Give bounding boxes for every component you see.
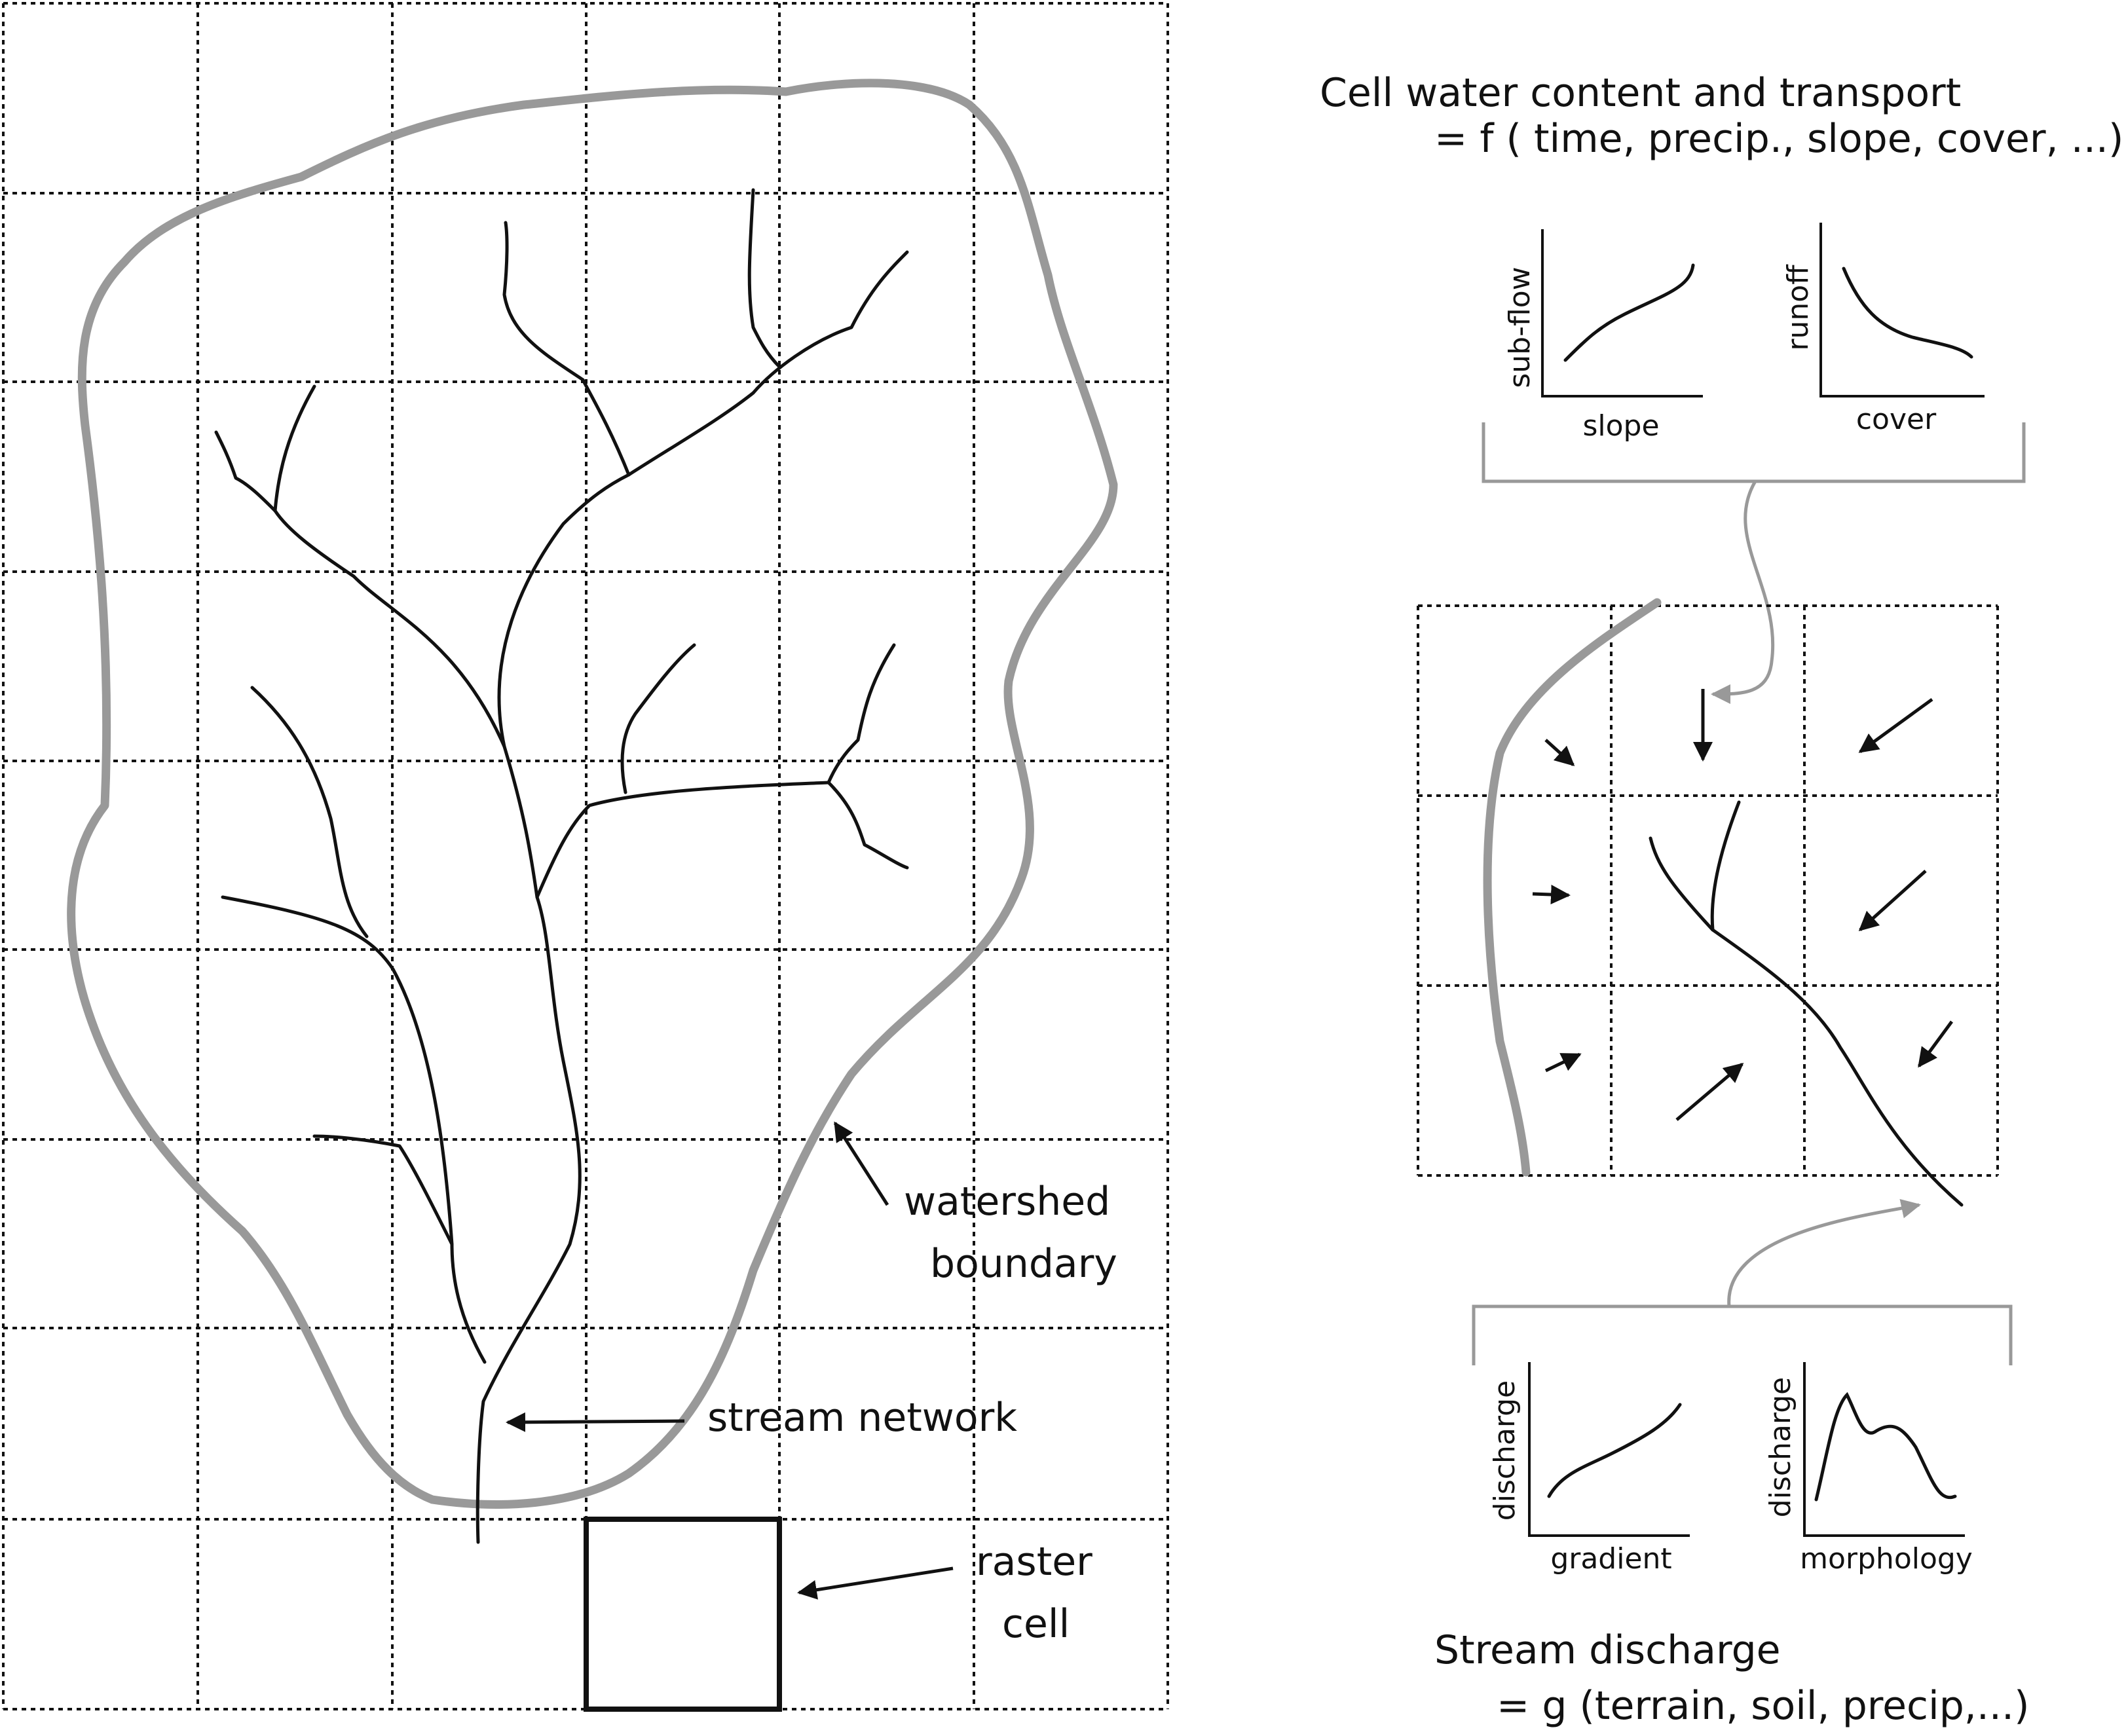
raster-cell-highlight	[584, 1517, 782, 1712]
runoff-axis-label: runoff	[1781, 264, 1815, 351]
stream-network-arrow	[506, 1412, 685, 1432]
cell-equation-line1: Cell water content and transport	[1320, 70, 1961, 116]
flow-direction-arrows	[1532, 689, 1954, 1121]
slope-axis-label: slope	[1582, 409, 1659, 443]
zoomed-tributary-stream	[1710, 800, 1741, 932]
cell-graphs-bracket	[1482, 422, 2026, 483]
watershed-boundary-label-2: boundary	[930, 1241, 1117, 1287]
cell-equation-line2: = f ( time, precip., slope, cover, ...)	[1434, 116, 2123, 162]
gradient-axis-label: gradient	[1550, 1542, 1671, 1576]
raster-cell-label-1: raster	[976, 1539, 1092, 1585]
raster-cell-arrow	[797, 1566, 954, 1600]
stream-network-label: stream network	[707, 1395, 1017, 1441]
subflow-axis-label: sub-flow	[1503, 267, 1537, 388]
cell-graphs-connector-arrow	[1711, 480, 1775, 704]
watershed-boundary-arrow	[833, 1121, 889, 1206]
raster-cell-label-2: cell	[1002, 1601, 1070, 1647]
discharge-gradient-graph: discharge gradient	[1488, 1362, 1690, 1576]
watershed-boundary-label-1: watershed	[904, 1179, 1110, 1225]
raster-grid	[2, 2, 1169, 1710]
watershed-boundary	[67, 79, 1118, 1509]
morphology-axis-label: morphology	[1800, 1542, 1973, 1576]
zoomed-watershed-boundary	[1483, 598, 1662, 1177]
stream-equation-line1: Stream discharge	[1434, 1627, 1781, 1673]
runoff-cover-graph: runoff cover	[1781, 223, 1985, 436]
stream-graphs-connector-arrow	[1727, 1198, 1921, 1307]
subflow-slope-graph: sub-flow slope	[1503, 229, 1703, 443]
discharge-axis-label-1: discharge	[1488, 1380, 1521, 1521]
discharge-axis-label-2: discharge	[1764, 1377, 1797, 1517]
stream-graphs-bracket	[1472, 1304, 2013, 1365]
discharge-morphology-graph: discharge morphology	[1764, 1362, 1973, 1576]
cover-axis-label: cover	[1856, 403, 1937, 436]
zoomed-main-stream	[1649, 836, 1964, 1207]
stream-equation-line2: = g (terrain, soil, precip,...)	[1497, 1683, 2030, 1729]
zoomed-cell-grid	[1417, 604, 1999, 1177]
stream-network	[214, 188, 909, 1544]
